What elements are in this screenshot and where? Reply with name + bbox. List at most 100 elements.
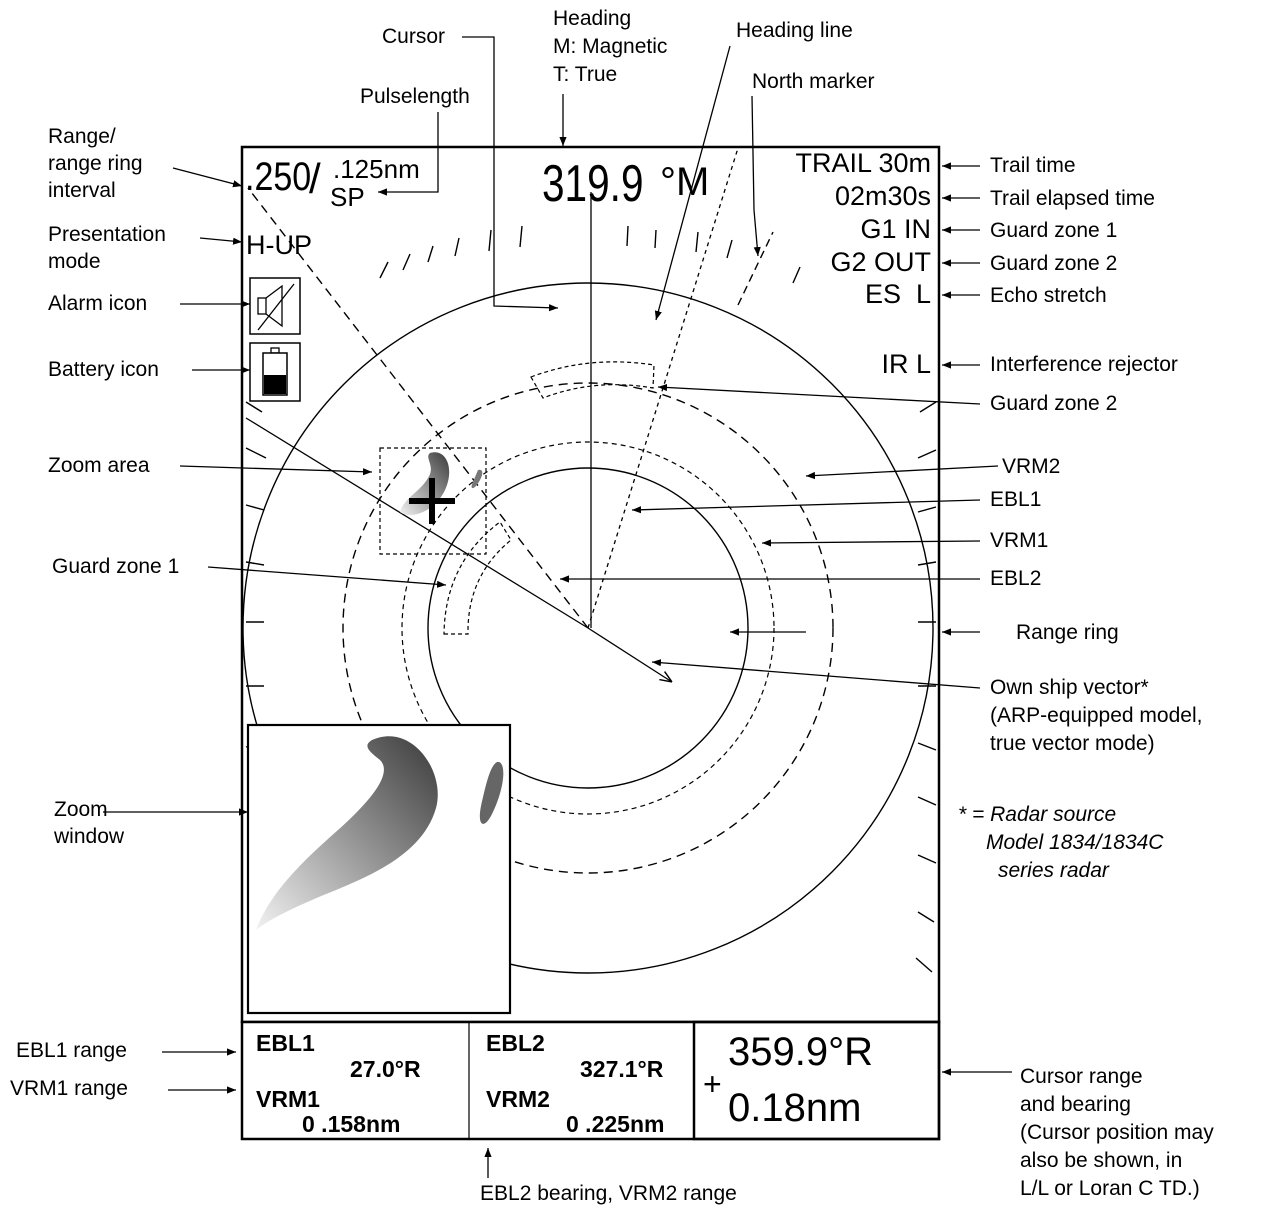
callout-vrm2: VRM2 [1002, 455, 1061, 478]
callout-line-own-ship [651, 659, 981, 689]
interference-rejector: IR L [881, 349, 931, 379]
callout-line-north [751, 95, 761, 257]
callout-heading-2: M: Magnetic [553, 35, 668, 58]
heading-number: 319.9 [542, 155, 644, 213]
callout-line-pulse [378, 112, 439, 196]
trail-elapsed: 02m30s [834, 181, 931, 211]
callout-presentation-1: Presentation [48, 223, 166, 246]
bearing-scale [245, 225, 937, 973]
guard1-status: G1 IN [860, 214, 931, 244]
vrm2-circle [342, 382, 834, 874]
presentation-mode: H-UP [246, 230, 312, 260]
echo-target-small [471, 469, 483, 489]
callout-cursor-range-2: and bearing [1020, 1093, 1131, 1116]
callout-cursor-range-5: L/L or Loran C TD.) [1020, 1177, 1200, 1200]
callout-ebl1: EBL1 [990, 488, 1042, 511]
data-box [240, 1020, 941, 1141]
callout-range-ring: Range ring [1016, 621, 1119, 644]
callout-own-ship-2: (ARP-equipped model, [990, 704, 1203, 727]
callout-line-range [172, 167, 243, 188]
north-marker [737, 231, 774, 306]
guard-zone-1 [443, 521, 512, 635]
footnote-2: Model 1834/1834C [986, 831, 1164, 854]
callout-own-ship-1: Own ship vector* [990, 676, 1149, 699]
callout-range-3: interval [48, 179, 116, 202]
callout-vrm1-range: VRM1 range [10, 1077, 128, 1100]
footnote-1: * = Radar source [958, 803, 1117, 826]
range-slash: / [309, 155, 321, 202]
echo-stretch: ES L [864, 279, 931, 309]
callout-zoom-window-1: Zoom [54, 798, 108, 821]
guard2-status: G2 OUT [830, 247, 931, 277]
callout-guard-zone-2b: Guard zone 2 [990, 392, 1118, 415]
vrm1-value: 0 .158nm [302, 1111, 401, 1137]
callout-heading-3: T: True [553, 63, 618, 86]
callout-pulselength: Pulselength [360, 85, 470, 108]
callout-range-1: Range/ [48, 125, 116, 148]
callout-battery: Battery icon [48, 358, 159, 381]
callout-line-ebl1 [631, 499, 981, 514]
callout-line-zoom-area [179, 465, 373, 476]
callout-alarm: Alarm icon [48, 292, 148, 315]
callout-zoom-window-2: window [54, 825, 125, 848]
callout-guard-zone-2: Guard zone 2 [990, 252, 1118, 275]
callout-echo-stretch: Echo stretch [990, 284, 1107, 307]
pulse-length: SP [330, 182, 365, 212]
cursor-bearing: 359.9°R [728, 1030, 873, 1074]
zoom-echo [256, 736, 438, 930]
callout-line-heading-line [654, 45, 731, 321]
callout-trail-elapsed: Trail elapsed time [990, 187, 1155, 210]
ebl2-line [247, 187, 589, 629]
callout-interference: Interference rejector [990, 353, 1178, 376]
cursor-line [245, 417, 589, 629]
vrm1-circle [401, 441, 775, 815]
ebl2-value: 327.1°R [580, 1056, 664, 1082]
callout-own-ship-3: true vector mode) [990, 732, 1155, 755]
callout-trail-time: Trail time [990, 154, 1076, 177]
callout-north-marker: North marker [752, 70, 875, 93]
callout-vrm1: VRM1 [990, 529, 1049, 552]
callout-line-guard2 [657, 383, 981, 405]
callout-cursor-range-3: (Cursor position may [1020, 1121, 1214, 1144]
callout-heading-1: Heading [553, 7, 632, 30]
cursor-mark [409, 478, 455, 524]
callout-line-vrm2 [805, 465, 999, 480]
heading-value: 319.9 °M [542, 158, 709, 210]
vrm1-label: VRM1 [256, 1086, 320, 1112]
ring-interval: .125nm [333, 154, 420, 184]
ebl2-label: EBL2 [486, 1030, 545, 1056]
callout-zoom-area: Zoom area [48, 454, 150, 477]
callout-cursor: Cursor [382, 25, 446, 48]
zoom-echo-small [479, 761, 504, 824]
heading-unit: °M [660, 160, 710, 204]
range-value: .250 [245, 155, 312, 199]
callout-line-presentation [199, 237, 243, 245]
callout-line-cursor [462, 36, 559, 312]
ebl1-label: EBL1 [256, 1030, 315, 1056]
callout-line-guard1 [207, 566, 447, 588]
range-ring-outer [242, 282, 934, 974]
callout-presentation-2: mode [48, 250, 101, 273]
callout-line-vrm1 [761, 539, 981, 547]
zoom-area [379, 447, 487, 555]
callout-ebl2-bearing: EBL2 bearing, VRM2 range [480, 1182, 737, 1205]
ebl1-value: 27.0°R [350, 1056, 421, 1082]
range-ring-inner [427, 467, 749, 789]
guard-zone-2 [530, 361, 655, 399]
trail-time: TRAIL 30m [795, 148, 931, 178]
speaker-muted-icon [257, 283, 295, 331]
cursor-symbol: + [703, 1066, 722, 1102]
callout-ebl2: EBL2 [990, 567, 1042, 590]
vrm2-label: VRM2 [486, 1086, 550, 1112]
callout-cursor-range-4: also be shown, in [1020, 1149, 1183, 1172]
callout-range-2: range ring [48, 152, 143, 175]
vrm2-value: 0 .225nm [566, 1111, 665, 1137]
callout-cursor-range-1: Cursor range [1020, 1065, 1143, 1088]
callout-ebl1-range: EBL1 range [16, 1039, 127, 1062]
callout-heading-line: Heading line [736, 19, 853, 42]
battery-icon [262, 347, 288, 396]
footnote-3: series radar [998, 859, 1109, 882]
cursor-range: 0.18nm [728, 1086, 862, 1130]
callout-guard-zone-1: Guard zone 1 [990, 219, 1118, 242]
